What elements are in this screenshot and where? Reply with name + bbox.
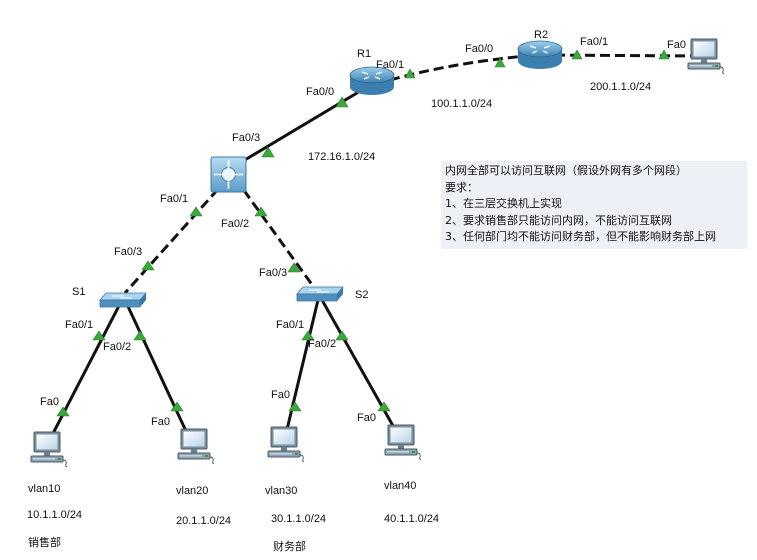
pc-vlan20-icon[interactable]: [177, 428, 215, 464]
link-s1-pc10: [44, 299, 124, 448]
link-ms-s1: [123, 176, 230, 295]
switch-s1-label: S1: [72, 286, 85, 298]
pc-vlan30-icon[interactable]: [267, 426, 305, 462]
port-label: Fa0/3: [232, 132, 260, 144]
port-label: Fa0/1: [580, 36, 608, 48]
links: [44, 53, 701, 448]
port-up-indicator: [571, 49, 583, 60]
port-up-indicator: [287, 262, 301, 273]
host-dept-label: 销售部: [28, 535, 61, 549]
port-up-indicator: [301, 330, 315, 341]
host-vlan-label: vlan40: [384, 480, 416, 492]
pc-internet-icon[interactable]: [687, 38, 725, 74]
network-label-r1-r2: 100.1.1.0/24: [431, 98, 492, 110]
port-up-indicator: [658, 49, 670, 60]
port-label: Fa0/1: [160, 193, 188, 205]
port-label: Fa0/3: [259, 267, 287, 279]
router-r2-icon[interactable]: [517, 40, 563, 69]
port-label: Fa0/2: [221, 218, 249, 230]
link-r1-r2: [389, 53, 538, 82]
router-r1-label: R1: [357, 48, 371, 60]
link-s2-pc40: [320, 299, 403, 441]
switch-s2-icon[interactable]: [296, 286, 344, 302]
note-line: 内网全部可以访问互联网（假设外网有多个网段）: [445, 164, 687, 177]
note-line: 要求：: [445, 180, 478, 194]
link-s2-pc30: [282, 299, 320, 443]
link-s1-pc20: [123, 299, 194, 445]
pc-vlan10-icon[interactable]: [30, 431, 68, 467]
host-vlan-label: vlan10: [28, 483, 60, 495]
port-up-indicator: [56, 406, 70, 417]
port-label: Fa0/0: [465, 43, 493, 55]
host-subnet-label: 30.1.1.0/24: [271, 513, 326, 525]
router-r1-icon[interactable]: [349, 66, 395, 95]
port-label: Fa0: [357, 412, 376, 424]
port-up-indicator: [141, 260, 155, 271]
port-label: Fa0/3: [114, 246, 142, 258]
port-label: Fa0: [40, 396, 59, 408]
port-label: Fa0: [151, 416, 170, 428]
port-label: Fa0/2: [308, 338, 336, 350]
port-up-indicator: [254, 206, 268, 217]
port-label: Fa0: [271, 389, 290, 401]
port-label: Fa0: [667, 39, 686, 51]
host-subnet-label: 20.1.1.0/24: [176, 515, 231, 527]
host-vlan-label: vlan30: [265, 485, 297, 497]
switch-s1-icon[interactable]: [99, 292, 147, 308]
port-up-indicator: [404, 68, 416, 79]
port-label: Fa0/1: [276, 319, 304, 331]
host-subnet-label: 10.1.1.0/24: [27, 509, 82, 521]
link-ms-r1: [227, 82, 373, 172]
host-dept-label: 财务部: [273, 539, 306, 553]
router-r2-label: R2: [534, 29, 548, 41]
switch-s2-label: S2: [355, 289, 368, 301]
port-up-indicator: [133, 330, 147, 341]
host-vlan-label: vlan20: [176, 485, 208, 497]
note-line: 2、要求销售部只能访问内网，不能访问互联网: [445, 213, 672, 227]
port-up-indicator: [494, 57, 506, 68]
host-subnet-label: 40.1.1.0/24: [384, 513, 439, 525]
note-line: 3、任何部门均不能访问财务部，但不能影响财务部上网: [445, 230, 716, 243]
port-up-indicator: [92, 330, 106, 341]
port-label: Fa0/0: [306, 86, 334, 98]
network-label-ms-r1: 172.16.1.0/24: [308, 151, 375, 163]
network-label-r2-pc: 200.1.1.0/24: [590, 81, 651, 93]
port-up-indicator: [335, 330, 349, 341]
port-up-indicator: [170, 401, 184, 412]
port-up-indicator: [377, 401, 391, 412]
port-up-indicator: [288, 401, 302, 412]
port-label: Fa0/2: [103, 341, 131, 353]
note-line: 1、在三层交换机上实现: [445, 197, 562, 210]
port-up-indicator: [335, 96, 349, 108]
port-up-indicator: [261, 146, 275, 158]
port-up-indicator: [189, 206, 203, 217]
link-r2-pc: [539, 53, 701, 58]
port-indicators: [56, 49, 670, 417]
multilayer-switch-icon[interactable]: [210, 156, 247, 193]
port-label: Fa0/1: [376, 59, 404, 71]
port-label: Fa0/1: [65, 319, 93, 331]
link-ms-s2: [233, 177, 320, 294]
pc-vlan40-icon[interactable]: [384, 424, 422, 460]
requirements-note: 内网全部可以访问互联网（假设外网有多个网段） 要求： 1、在三层交换机上实现 2…: [441, 161, 747, 249]
